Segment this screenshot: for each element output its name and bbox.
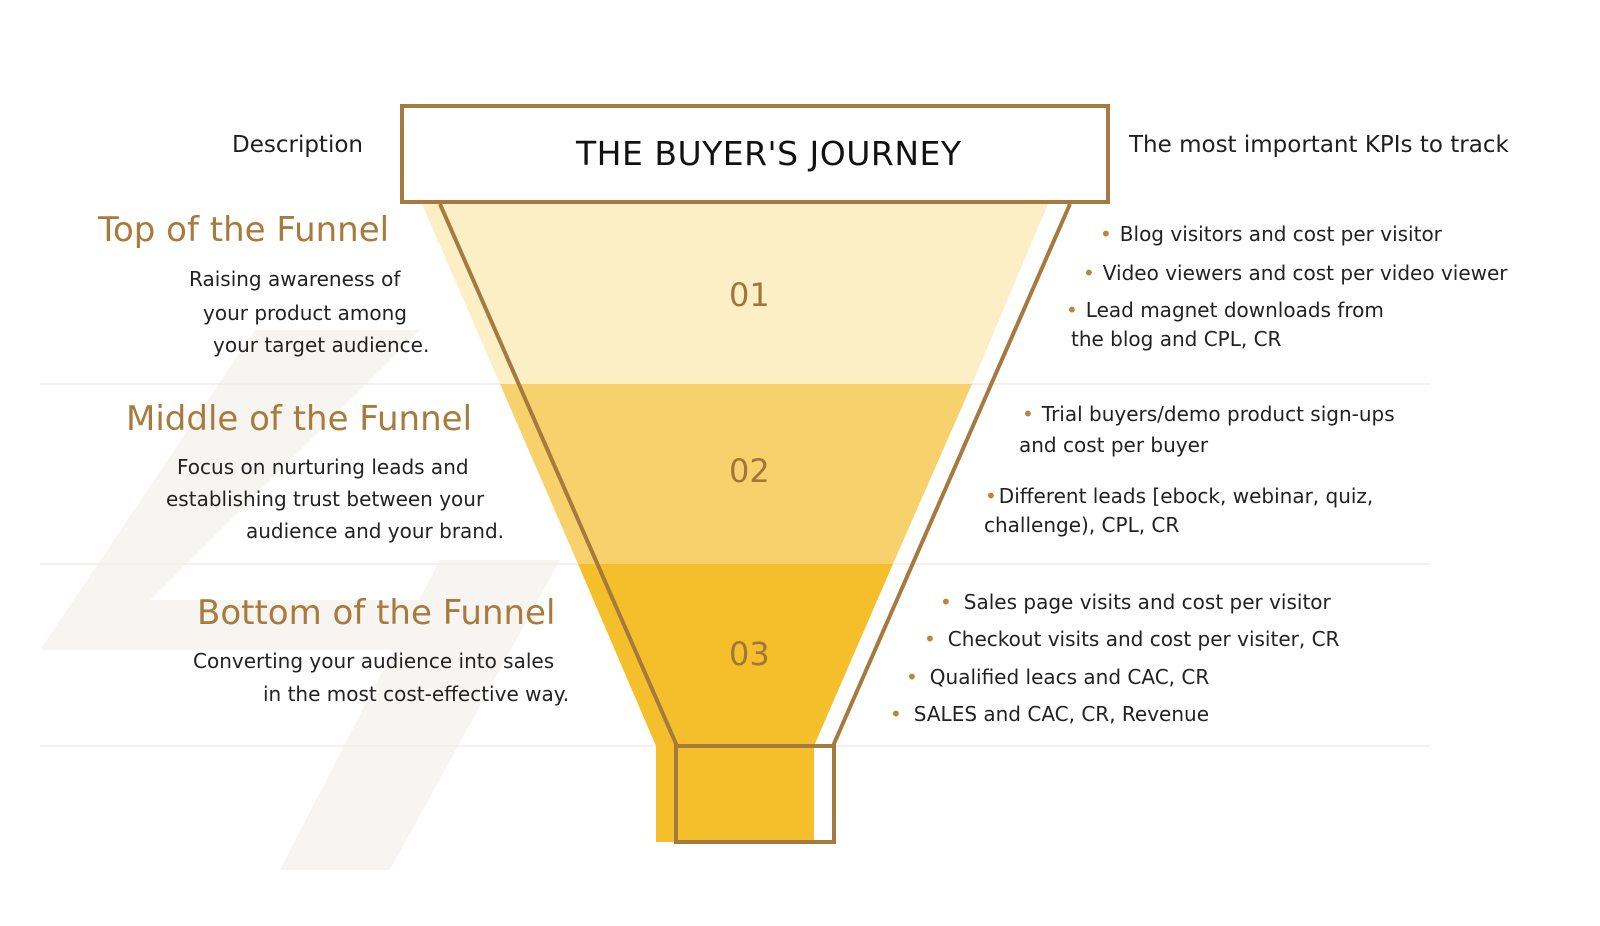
bullet-icon: • — [890, 702, 902, 726]
title-box — [400, 104, 1110, 204]
funnel-segment-middle — [500, 384, 972, 564]
bullet-icon: • — [1083, 261, 1095, 285]
stage-description-line: audience and your brand. — [246, 519, 505, 543]
bullet-icon: • — [1066, 298, 1078, 322]
watermark-shape — [40, 330, 560, 870]
kpi-item: • Lead magnet downloads from — [1066, 298, 1384, 322]
kpi-text: Checkout visits and cost per visiter, CR — [947, 627, 1340, 651]
kpi-text-continued: challenge), CPL, CR — [984, 513, 1180, 537]
kpi-item: • Sales page visits and cost per visitor — [940, 590, 1331, 614]
description-header: Description — [232, 132, 363, 158]
funnel-segment-top — [422, 204, 1048, 384]
kpi-item: • Checkout visits and cost per visiter, C… — [924, 627, 1339, 651]
stage-number-top: 01 — [729, 276, 770, 314]
stage-number-bottom: 03 — [729, 635, 770, 673]
stage-title-top: Top of the Funnel — [98, 210, 390, 250]
kpi-text: Sales page visits and cost per visitor — [963, 590, 1331, 614]
page-title: THE BUYER'S JOURNEY — [576, 134, 962, 173]
bullet-icon: • — [985, 484, 997, 508]
stage-number-middle: 02 — [729, 452, 770, 490]
kpi-text: Different leads [ebock, webinar, quiz, — [998, 484, 1374, 508]
stage-description-line: Raising awareness of — [189, 267, 401, 291]
stage-description-line: Converting your audience into sales — [193, 649, 555, 673]
kpi-text: Qualified leacs and CAC, CR — [929, 665, 1210, 689]
kpi-item: • SALES and CAC, CR, Revenue — [890, 702, 1209, 726]
stage-title-bottom: Bottom of the Funnel — [197, 593, 556, 633]
kpi-text: Blog visitors and cost per visitor — [1119, 222, 1442, 246]
stage-title-middle: Middle of the Funnel — [126, 399, 473, 439]
bullet-icon: • — [940, 590, 952, 614]
bullet-icon: • — [906, 665, 918, 689]
bullet-icon: • — [1022, 402, 1034, 426]
kpi-text-continued: the blog and CPL, CR — [1071, 327, 1282, 351]
funnel-right-edge — [831, 203, 1072, 747]
stage-description-line: Focus on nurturing leads and — [177, 455, 469, 479]
stage-description-line: establishing trust between your — [166, 487, 485, 511]
kpi-item: • Trial buyers/demo product sign-ups — [1022, 402, 1395, 426]
kpi-text: Lead magnet downloads from — [1085, 298, 1384, 322]
kpi-text: SALES and CAC, CR, Revenue — [913, 702, 1210, 726]
funnel-spout-fill — [656, 746, 814, 842]
funnel-left-edge — [438, 203, 679, 747]
bullet-icon: • — [1100, 222, 1112, 246]
kpi-item: • Video viewers and cost per video viewer — [1083, 261, 1508, 285]
stage-description-line: in the most cost-effective way. — [263, 682, 570, 706]
stage-description-line: your product among — [203, 301, 407, 325]
kpi-item: • Qualified leacs and CAC, CR — [906, 665, 1209, 689]
kpi-text: Trial buyers/demo product sign-ups — [1041, 402, 1395, 426]
kpi-item: •Different leads [ebock, webinar, quiz, — [985, 484, 1373, 508]
stage-description-line: your target audience. — [213, 333, 430, 357]
funnel-outline — [438, 203, 1072, 844]
bullet-icon: • — [924, 627, 936, 651]
kpi-text: Video viewers and cost per video viewer — [1102, 261, 1508, 285]
kpi-text-continued: and cost per buyer — [1019, 433, 1209, 457]
funnel-spout-outline — [674, 744, 836, 844]
kpi-item: • Blog visitors and cost per visitor — [1100, 222, 1442, 246]
kpi-header: The most important KPIs to track — [1129, 132, 1509, 158]
